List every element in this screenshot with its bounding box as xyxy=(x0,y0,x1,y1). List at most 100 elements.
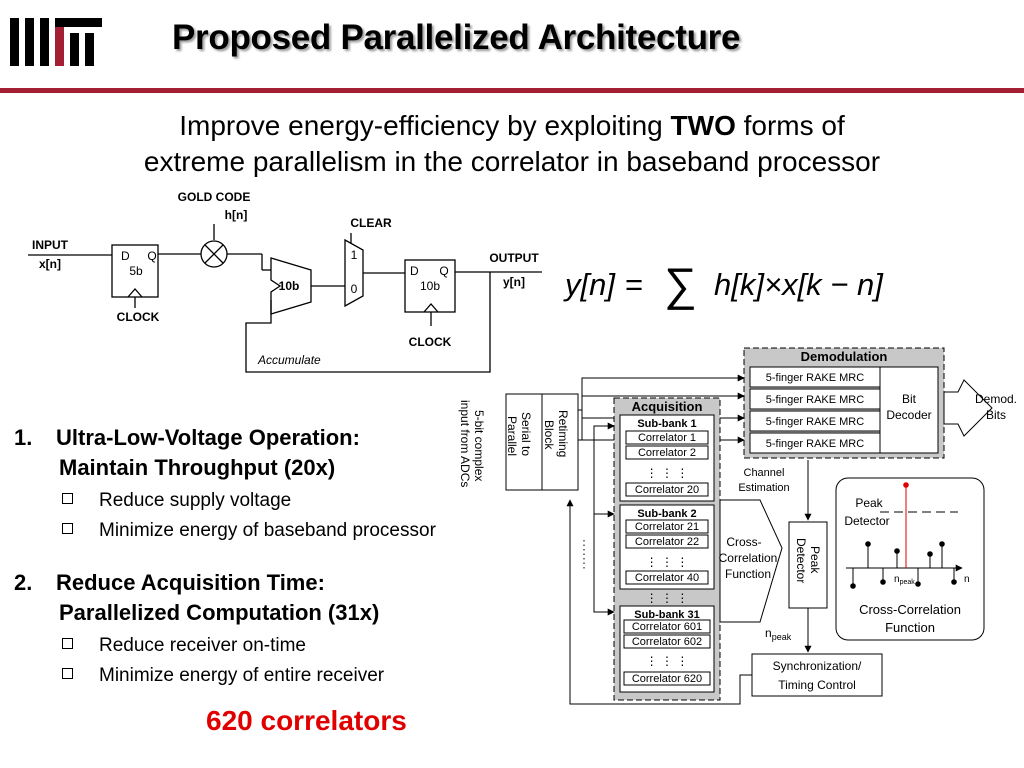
point-2-line2: Parallelized Computation (31x) xyxy=(59,600,380,625)
peak-detector-label-1: Peak xyxy=(808,546,822,574)
rake-3: 5-finger RAKE MRC xyxy=(766,416,864,428)
correlator-601: Correlator 601 xyxy=(632,621,702,633)
correlator-2: Correlator 2 xyxy=(638,447,696,459)
vdots-3: ⋮ ⋮ ⋮ xyxy=(646,654,689,668)
cross-correlation-arrow xyxy=(719,499,783,623)
vdots-subbanks: ⋮ ⋮ ⋮ xyxy=(646,591,689,605)
adc-input-label-2: input from ADCs xyxy=(458,400,472,487)
sync-label-1: Synchronization/ xyxy=(773,659,862,673)
correlation-equation: y[n] = ∑ h[k]×x[k − n] xyxy=(563,258,884,310)
equation-sum: ∑ xyxy=(664,258,697,310)
cross-correlation-inset xyxy=(835,477,985,641)
xcorr-label-3: Function xyxy=(725,567,771,581)
inset-peak-label-1: Peak xyxy=(855,496,883,510)
title-rule xyxy=(0,88,1024,93)
bullet-box-icon xyxy=(62,493,73,505)
inset-stems xyxy=(850,482,957,589)
clock2-label: CLOCK xyxy=(409,335,452,349)
gold-code-label: GOLD CODE xyxy=(178,190,251,204)
bullet-box-icon xyxy=(62,638,73,650)
rake-1: 5-finger RAKE MRC xyxy=(766,372,864,384)
bit-decoder-label-2: Decoder xyxy=(886,408,931,422)
npeak-label: npeak xyxy=(765,626,792,642)
adc-input-label-1: 5-bit complex xyxy=(472,410,486,481)
rake-4: 5-finger RAKE MRC xyxy=(766,438,864,450)
point-2-line1: 2.Reduce Acquisition Time: xyxy=(14,570,325,595)
correlator-21: Correlator 21 xyxy=(635,521,699,533)
ff2-d: D xyxy=(410,264,419,278)
correlator-20: Correlator 20 xyxy=(635,484,699,496)
y-n-label: y[n] xyxy=(503,275,525,289)
ff1-d: D xyxy=(121,249,130,263)
retiming-block xyxy=(541,393,579,491)
channel-estimation-1: Channel xyxy=(744,467,785,479)
demod-bits-label-2: Bits xyxy=(986,408,1006,422)
retiming-label-2: Block xyxy=(542,420,556,450)
bullet-box-icon xyxy=(62,523,73,535)
correlator-620: Correlator 620 xyxy=(632,673,702,685)
vdots-1: ⋮ ⋮ ⋮ xyxy=(646,466,689,480)
point-1-line2: Maintain Throughput (20x) xyxy=(59,455,336,480)
point-1-line1: 1.Ultra-Low-Voltage Operation: xyxy=(14,425,360,450)
x-n-label: x[n] xyxy=(39,257,61,271)
acquisition-label: Acquisition xyxy=(632,399,703,414)
demod-bits-arrow xyxy=(943,379,993,437)
h-n-label: h[n] xyxy=(225,208,248,222)
equation-lhs: y[n] xyxy=(563,267,616,302)
demod-bits-label-1: Demod. xyxy=(975,392,1017,406)
equation-equals: = xyxy=(625,267,643,302)
correlator-1: Correlator 1 xyxy=(638,432,696,444)
inset-caption-1: Cross-Correlation xyxy=(859,602,961,617)
vdots-2: ⋮ ⋮ ⋮ xyxy=(646,555,689,569)
subtitle-line2: extreme parallelism in the correlator in… xyxy=(143,146,881,177)
ff1-bits: 5b xyxy=(129,264,143,278)
mit-logo xyxy=(10,18,102,66)
clear-label: CLEAR xyxy=(350,216,392,230)
subbank-1-label: Sub-bank 1 xyxy=(637,418,696,430)
subbank-31-label: Sub-bank 31 xyxy=(634,609,699,621)
mux-0: 0 xyxy=(351,282,358,296)
equation-rhs: h[k]×x[k − n] xyxy=(714,267,884,302)
subtitle-line1: Improve energy-efficiency by exploiting … xyxy=(179,110,845,141)
xcorr-label-2: Correlation xyxy=(719,551,778,565)
retiming-label-1: Retiming xyxy=(556,410,570,457)
xcorr-label-1: Cross- xyxy=(726,535,761,549)
inset-npeak-label: npeak xyxy=(894,574,915,586)
flip-flop-2 xyxy=(404,259,456,313)
accumulate-label: Accumulate xyxy=(257,353,321,367)
point-1-bullet-2: Minimize energy of baseband processor xyxy=(62,520,436,542)
ff1-q: Q xyxy=(147,249,156,263)
point-1-bullet-1: Reduce supply voltage xyxy=(62,490,291,512)
correlator-602: Correlator 602 xyxy=(632,636,702,648)
ff2-bits: 10b xyxy=(420,279,440,293)
channel-estimation-2: Estimation xyxy=(738,482,789,494)
mux xyxy=(344,238,364,308)
point-2-bullet-1: Reduce receiver on-time xyxy=(62,635,306,657)
baseband-architecture: input from ADCs 5-bit complex Parallel S… xyxy=(458,347,1017,705)
correlator-22: Correlator 22 xyxy=(635,536,699,548)
output-label: OUTPUT xyxy=(489,251,539,265)
input-label: INPUT xyxy=(32,238,69,252)
inset-peak-label-2: Detector xyxy=(844,514,889,528)
ff2-q: Q xyxy=(439,264,448,278)
adder-bits: 10b xyxy=(279,279,300,293)
inset-caption-2: Function xyxy=(885,620,935,635)
highlight-620-correlators: 620 correlators xyxy=(206,705,407,736)
point-2-bullet-2: Minimize energy of entire receiver xyxy=(62,665,384,687)
page-title: Proposed Parallelized Architecture xyxy=(172,18,741,57)
subbank-2-label: Sub-bank 2 xyxy=(637,508,696,520)
sync-label-2: Timing Control xyxy=(778,678,856,692)
clock1-label: CLOCK xyxy=(117,310,160,324)
rake-2: 5-finger RAKE MRC xyxy=(766,394,864,406)
demodulation-label: Demodulation xyxy=(801,349,888,364)
correlator-40: Correlator 40 xyxy=(635,572,699,584)
peak-detector-label-2: Detector xyxy=(794,538,808,583)
correlator-circuit: GOLD CODE h[n] INPUT x[n] D Q 5b CLOCK 1… xyxy=(28,190,542,373)
inset-n-label: n xyxy=(964,574,970,585)
s2p-label-1: Serial to xyxy=(519,412,533,456)
bullet-box-icon xyxy=(62,668,73,680)
bit-decoder xyxy=(879,366,939,454)
bit-decoder-label-1: Bit xyxy=(902,392,917,406)
mux-1: 1 xyxy=(351,248,358,262)
